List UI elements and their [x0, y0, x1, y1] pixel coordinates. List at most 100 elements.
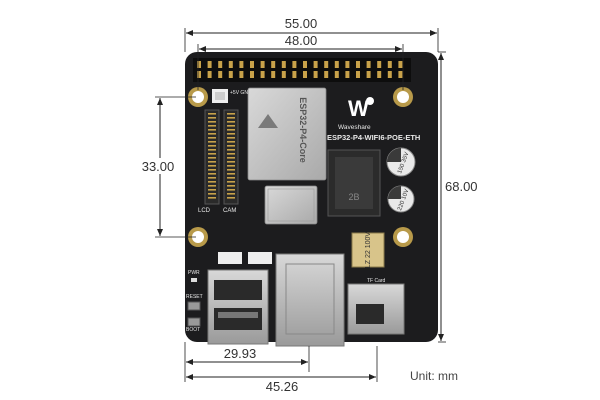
fpc-contact	[227, 173, 235, 175]
core-module-label: ESP32-P4-Core	[298, 97, 308, 163]
lcd-label: LCD	[198, 208, 211, 214]
header-pin	[345, 71, 350, 78]
header-pin	[356, 61, 360, 68]
header-pin	[356, 71, 360, 78]
fpc-contact	[227, 161, 235, 163]
header-pin	[303, 71, 307, 78]
header-pin	[398, 61, 403, 68]
overall-height-label: 68.00	[445, 179, 478, 194]
capacitor-220uf: 220 10V	[387, 185, 415, 213]
fpc-contact	[208, 173, 216, 175]
svg-text:RESET: RESET	[186, 294, 203, 300]
esp32-p4-core-module: ESP32-P4-Core	[247, 87, 327, 181]
fpc-contact	[227, 169, 235, 171]
fpc-contact	[208, 177, 216, 179]
mounting-holes	[188, 87, 413, 247]
header-pin	[260, 71, 265, 78]
brand-label: Waveshare	[338, 124, 371, 131]
usb-a-port	[207, 269, 269, 345]
header-pin	[197, 61, 201, 68]
power-pins-label: +5V GND	[230, 90, 252, 96]
fpc-contact	[227, 137, 235, 139]
fpc-contact	[208, 121, 216, 123]
fpc-contact	[227, 149, 235, 151]
fpc-contact	[208, 165, 216, 167]
reset-button: RESET	[186, 294, 203, 311]
header-pin	[239, 71, 244, 78]
header-pin	[366, 61, 371, 68]
header-pin	[207, 71, 212, 78]
header-pin	[324, 71, 329, 78]
lcd-connector: LCD	[198, 109, 220, 214]
hole-spacing-height-label: 33.00	[142, 159, 175, 174]
header-pin	[334, 71, 339, 78]
fpc-contact	[208, 181, 216, 183]
header-pin	[271, 71, 276, 78]
tf-card-label: TF Card	[367, 278, 386, 284]
header-pin	[377, 71, 382, 78]
header-pin	[303, 61, 307, 68]
header-pin	[387, 71, 392, 78]
fpc-contact	[208, 185, 216, 187]
header-pin	[250, 61, 254, 68]
board-model-label: ESP32-P4-WIFI6-POE-ETH	[327, 133, 420, 142]
header-pin	[207, 61, 212, 68]
fpc-contact	[227, 133, 235, 135]
mounting-hole-top-right	[393, 87, 413, 107]
mounting-hole-bottom-left	[188, 227, 208, 247]
svg-text:2B: 2B	[348, 192, 359, 202]
rj45-ethernet-port	[275, 253, 345, 347]
fpc-contact	[208, 189, 216, 191]
waveshare-logo: W Waveshare	[338, 96, 374, 131]
hole-spacing-width-label: 48.00	[285, 33, 318, 48]
dimension-overall-height: 68.00	[438, 51, 478, 343]
fpc-contact	[227, 181, 235, 183]
svg-text:LZ 22 100V: LZ 22 100V	[365, 232, 372, 269]
svg-text:PWR: PWR	[188, 270, 200, 276]
fpc-contact	[208, 113, 216, 115]
header-pin	[228, 71, 233, 78]
mounting-hole-bottom-right	[393, 227, 413, 247]
fpc-contact	[227, 193, 235, 195]
fpc-contact	[208, 157, 216, 159]
header-pin	[260, 61, 265, 68]
dimension-hole-spacing-width: 48.00	[197, 33, 404, 90]
fpc-contact	[208, 149, 216, 151]
header-pin	[197, 71, 201, 78]
fpc-contact	[208, 153, 216, 155]
fpc-contact	[208, 141, 216, 143]
fpc-contact	[208, 137, 216, 139]
header-pin	[366, 71, 371, 78]
header-pin	[313, 71, 318, 78]
fpc-contact	[227, 197, 235, 199]
wifi6-module	[264, 185, 318, 225]
header-pin	[218, 61, 223, 68]
fpc-contact	[227, 117, 235, 119]
fpc-contact	[208, 117, 216, 119]
pwr-led: PWR	[188, 270, 200, 282]
overall-width-label: 55.00	[285, 16, 318, 31]
fpc-contact	[208, 197, 216, 199]
fpc-contact	[208, 129, 216, 131]
unit-label: Unit: mm	[410, 369, 458, 383]
tf-card-slot: TF Card	[347, 278, 405, 335]
header-pin	[387, 61, 392, 68]
header-pin	[334, 61, 339, 68]
header-pin	[345, 61, 350, 68]
uart-connector-right	[248, 252, 272, 264]
fpc-contact	[227, 125, 235, 127]
header-pin	[292, 61, 297, 68]
header-pin	[398, 71, 403, 78]
fpc-contact	[227, 177, 235, 179]
fpc-contact	[227, 185, 235, 187]
header-pin	[313, 61, 318, 68]
small-inductor: LZ 22 100V	[351, 232, 385, 269]
fpc-contact	[227, 141, 235, 143]
power-connector: +5V GND	[212, 89, 252, 103]
dimension-usb-offset: 29.93	[184, 342, 310, 382]
header-pin	[281, 71, 286, 78]
fpc-contact	[227, 153, 235, 155]
cam-label: CAM	[223, 208, 236, 214]
fpc-contact	[227, 121, 235, 123]
